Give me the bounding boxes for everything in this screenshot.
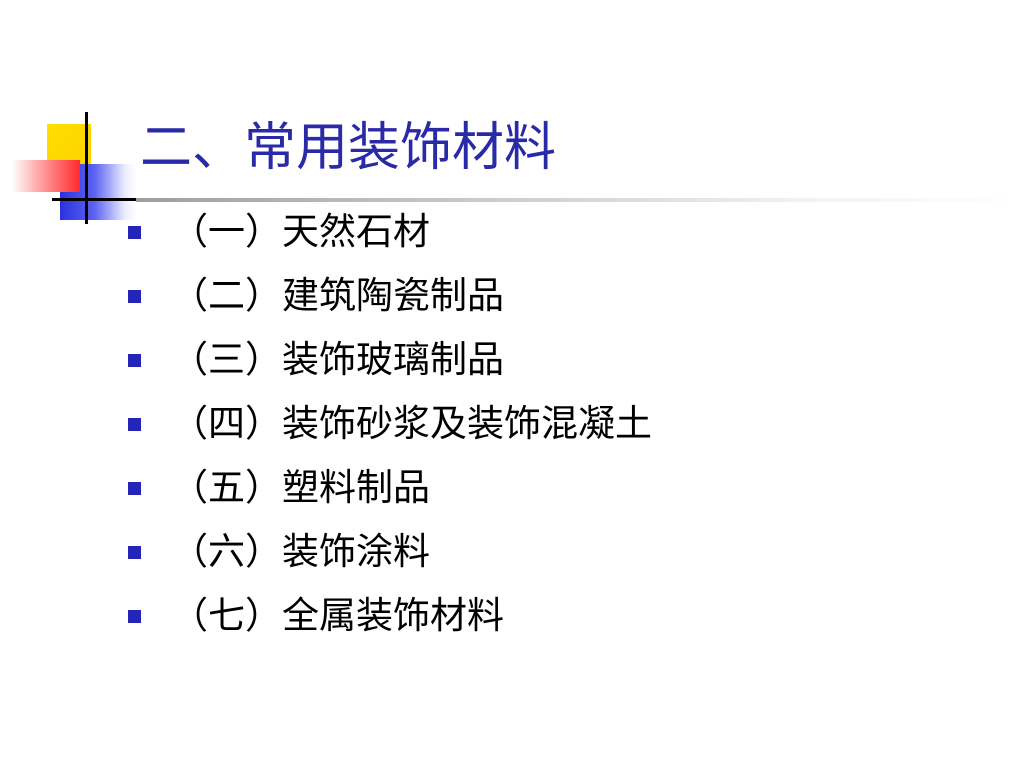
list-item-label: （六）装饰涂料	[171, 530, 430, 573]
square-bullet-icon	[128, 289, 141, 303]
list-item-label: （四）装饰砂浆及装饰混凝土	[171, 402, 652, 445]
square-bullet-icon	[128, 417, 141, 431]
list-item-label: （五）塑料制品	[171, 466, 430, 509]
logo-red-square	[12, 160, 80, 192]
square-bullet-icon	[128, 609, 141, 623]
list-item: （四）装饰砂浆及装饰混凝土	[128, 392, 652, 456]
list-item-label: （二）建筑陶瓷制品	[171, 274, 504, 317]
logo-horizontal-line	[52, 198, 140, 201]
square-bullet-icon	[128, 353, 141, 367]
list-item-label: （七）全属装饰材料	[171, 594, 504, 637]
list-item-label: （一）天然石材	[171, 210, 430, 253]
bullet-list: （一）天然石材 （二）建筑陶瓷制品 （三）装饰玻璃制品 （四）装饰砂浆及装饰混凝…	[128, 200, 652, 648]
square-bullet-icon	[128, 545, 141, 559]
list-item: （五）塑料制品	[128, 456, 652, 520]
list-item: （二）建筑陶瓷制品	[128, 264, 652, 328]
list-item: （三）装饰玻璃制品	[128, 328, 652, 392]
logo-vertical-line	[85, 112, 88, 224]
slide-title: 二、常用装饰材料	[140, 118, 557, 178]
list-item: （六）装饰涂料	[128, 520, 652, 584]
list-item: （七）全属装饰材料	[128, 584, 652, 648]
logo-yellow-square	[47, 124, 91, 164]
square-bullet-icon	[128, 225, 141, 239]
square-bullet-icon	[128, 481, 141, 495]
title-underline	[136, 198, 1016, 202]
list-item-label: （三）装饰玻璃制品	[171, 338, 504, 381]
list-item: （一）天然石材	[128, 200, 652, 264]
slide-logo-icon	[0, 0, 160, 240]
